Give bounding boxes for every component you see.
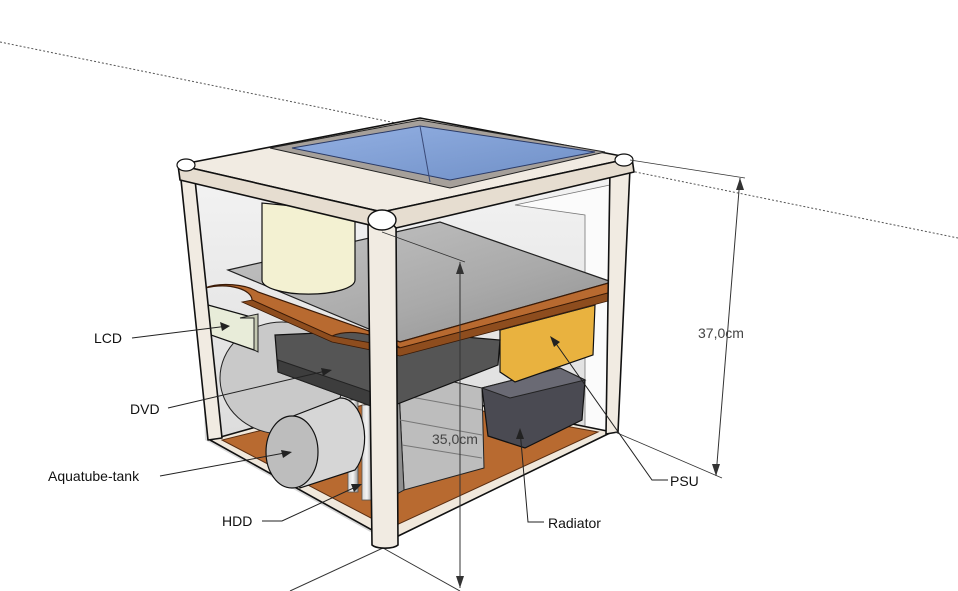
dim-inner-arrow-top: [456, 262, 464, 274]
label-radiator: Radiator: [548, 515, 601, 531]
frame-corner-left: [176, 158, 196, 172]
leader-hdd-arrow: [351, 484, 362, 492]
dimension-outer: 37,0cm: [614, 159, 746, 479]
leader-radiator-arrow: [516, 428, 524, 439]
leader-hdd: [262, 484, 361, 522]
label-lcd: LCD: [94, 330, 122, 346]
leader-lcd: [131, 325, 229, 339]
label-dvd: DVD: [130, 401, 160, 417]
ground-guide-line: [289, 547, 384, 591]
dim-inner-height-text: 35,0cm: [432, 431, 478, 447]
leader-dvd: [167, 369, 331, 409]
dim-outer-line: [715, 177, 741, 477]
leader-tank: [159, 451, 291, 477]
leader-lcd-arrow: [220, 322, 230, 331]
frame-corner-front: [367, 209, 397, 231]
dim-outer-arrow-top: [736, 178, 744, 190]
dim-inner-arrow-bottom: [456, 576, 464, 588]
dim-inner-top-ext: [381, 231, 466, 263]
hdd-line-2: [399, 419, 483, 436]
leader-psu-arrow: [550, 336, 560, 347]
leader-psu: [551, 337, 668, 481]
dim-outer-bottom-ext: [614, 431, 723, 479]
frame-pole-front: [367, 221, 399, 549]
leader-tank-arrow: [281, 450, 292, 458]
ground-guide-line-2: [382, 547, 461, 591]
frame-pole-right: [605, 167, 631, 435]
top-glass-panel: [291, 125, 596, 181]
leader-radiator: [519, 429, 544, 523]
dim-outer-top-ext: [629, 159, 746, 179]
callouts: [131, 322, 668, 523]
label-hdd: HDD: [222, 513, 252, 529]
label-psu: PSU: [670, 473, 699, 489]
dim-outer-height-text: 37,0cm: [698, 325, 744, 341]
frame-corner-right: [614, 153, 634, 167]
pump-cylinder: [261, 202, 356, 295]
dimension-inner: 35,0cm: [381, 231, 478, 588]
hdd-line-3: [401, 444, 483, 459]
lcd-panel-side: [239, 313, 259, 353]
dim-outer-arrow-bottom: [712, 464, 720, 476]
glass-reflection-line: [419, 125, 431, 183]
leader-dvd-arrow: [321, 368, 332, 376]
label-aquatube-tank: Aquatube-tank: [48, 468, 140, 484]
